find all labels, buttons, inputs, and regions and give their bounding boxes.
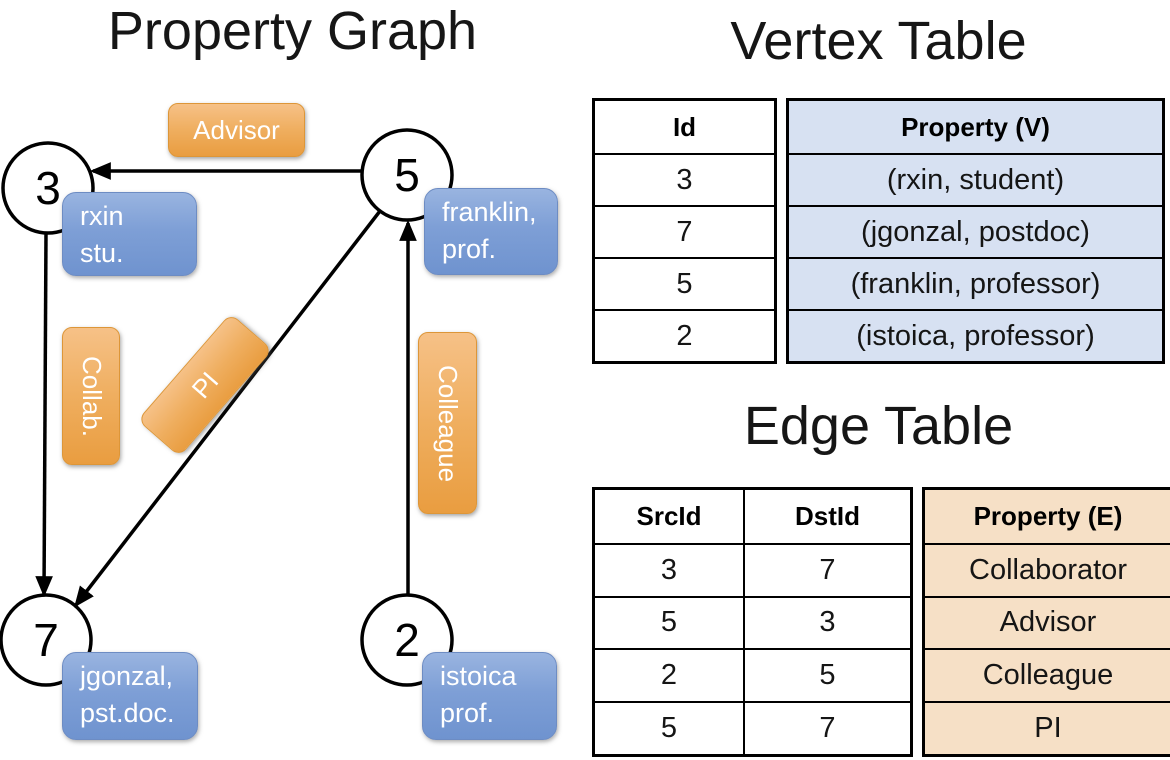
edge-label-pi-text: PI xyxy=(185,365,225,404)
vertex-prop-box-2-line1: istoica xyxy=(440,661,517,691)
table-cell: 5 xyxy=(595,595,743,649)
table-cell: Advisor xyxy=(925,595,1170,649)
table-cell: (rxin, student) xyxy=(789,153,1162,205)
vertex-table-property-column: Property (V) (rxin, student) (jgonzal, p… xyxy=(786,98,1165,364)
table-cell: (istoica, professor) xyxy=(789,309,1162,361)
table-cell: 3 xyxy=(743,595,910,649)
table-cell: PI xyxy=(925,701,1170,754)
property-graph-title: Property Graph xyxy=(107,1,478,61)
table-cell: 7 xyxy=(595,205,774,257)
edge-label-collab: Collab. xyxy=(62,327,120,465)
table-cell: Colleague xyxy=(925,648,1170,701)
vertex-prop-box-5: franklin, prof. xyxy=(424,188,558,275)
vertex-prop-box-2-line2: prof. xyxy=(440,698,495,728)
edge-collab-3-to-7 xyxy=(35,232,53,598)
edge-label-collab-text: Collab. xyxy=(76,355,107,437)
table-cell: 7 xyxy=(743,542,910,596)
table-cell: (jgonzal, postdoc) xyxy=(789,205,1162,257)
vertex-prop-box-2: istoica prof. xyxy=(422,652,557,740)
vertex-prop-box-5-line2: prof. xyxy=(442,234,497,264)
vertex-prop-box-3: rxin stu. xyxy=(62,192,197,276)
vertex-prop-box-3-line1: rxin xyxy=(80,201,124,231)
table-cell: 2 xyxy=(595,309,774,361)
edge-table: SrcId DstId 3 7 5 3 2 5 5 7 Property (E)… xyxy=(592,487,1170,757)
table-cell: 2 xyxy=(595,648,743,701)
vertex-prop-box-7: jgonzal, pst.doc. xyxy=(62,652,198,740)
table-cell: 5 xyxy=(595,257,774,309)
vertex-prop-box-3-line2: stu. xyxy=(80,238,124,268)
edge-table-property-column: Property (E) Collaborator Advisor Collea… xyxy=(922,487,1170,757)
edge-table-id-columns: SrcId DstId 3 7 5 3 2 5 5 7 xyxy=(592,487,913,757)
table-cell: 3 xyxy=(595,542,743,596)
vertex-prop-box-7-line2: pst.doc. xyxy=(80,698,175,728)
edge-table-header-property: Property (E) xyxy=(973,500,1123,531)
vertex-table-header-property: Property (V) xyxy=(901,111,1050,142)
vertex-table-title: Vertex Table xyxy=(730,11,1027,71)
table-cell: 7 xyxy=(743,701,910,754)
table-cell: 5 xyxy=(595,701,743,754)
edge-label-colleague-text: Colleague xyxy=(433,364,463,482)
vertex-prop-box-7-line1: jgonzal, xyxy=(80,661,174,691)
edge-table-header-dstid: DstId xyxy=(743,490,910,543)
vertex-table-header-id: Id xyxy=(672,111,697,142)
edge-table-header-srcid: SrcId xyxy=(636,500,702,531)
table-cell: 5 xyxy=(743,648,910,702)
edge-label-advisor: Advisor xyxy=(168,103,305,157)
edge-label-colleague: Colleague xyxy=(418,332,477,514)
vertex-table: Id 3 7 5 2 Property (V) (rxin, student) … xyxy=(592,98,1165,364)
table-cell: 3 xyxy=(595,153,774,205)
vertex-table-id-column: Id 3 7 5 2 xyxy=(592,98,777,364)
table-cell: (franklin, professor) xyxy=(789,257,1162,309)
vertex-prop-box-5-line1: franklin, xyxy=(442,197,537,227)
edge-label-advisor-text: Advisor xyxy=(193,114,280,145)
table-cell: Collaborator xyxy=(925,542,1170,596)
edge-table-title: Edge Table xyxy=(743,396,1014,456)
edge-pi-5-to-7 xyxy=(74,209,382,608)
